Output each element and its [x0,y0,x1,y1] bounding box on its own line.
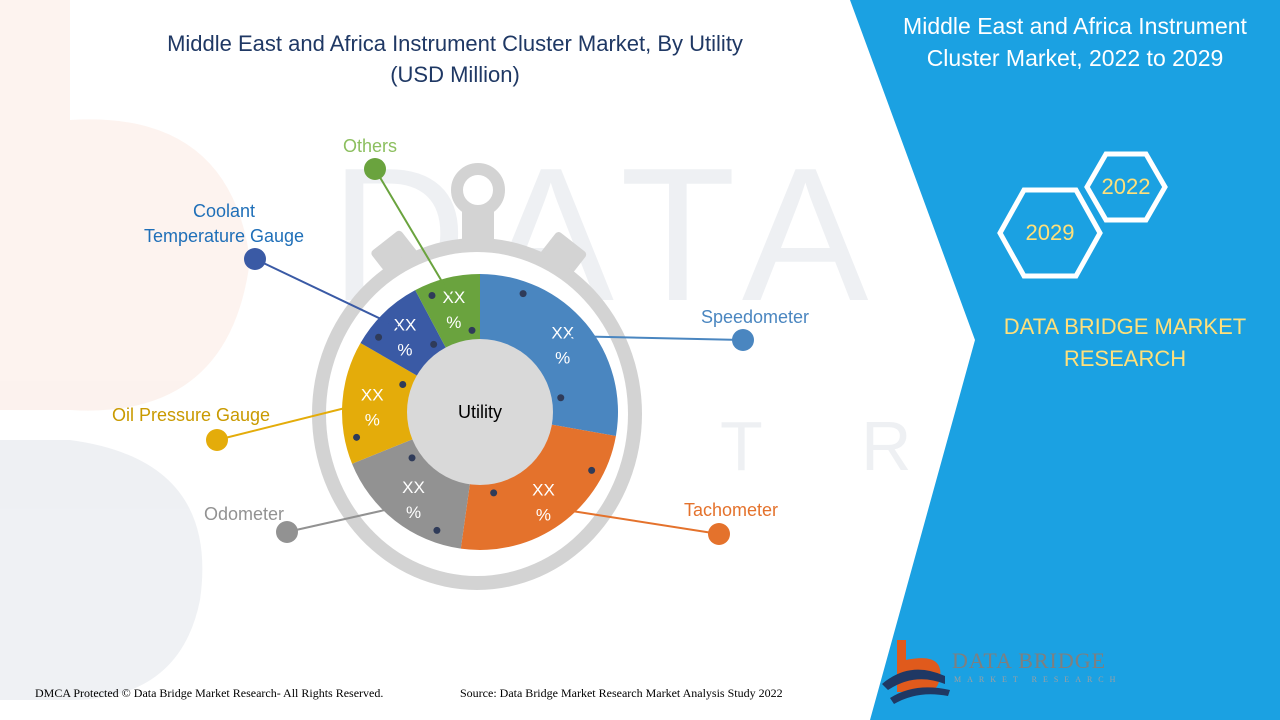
chart-title-line1: Middle East and Africa Instrument Cluste… [167,31,743,56]
slice-dot [557,394,565,402]
donut-center [407,339,553,485]
slice-value-unit-odometer: % [406,503,421,522]
hexagon-2029 [997,187,1103,279]
panel-title: Middle East and Africa Instrument Cluste… [880,10,1270,74]
slice-dot [428,292,436,300]
slice-dot [353,433,361,441]
slice-dot [468,326,476,334]
callout-line-oil-pressure-gauge [216,402,363,441]
hexagon-2022 [1084,151,1168,223]
callout-dot-others [364,158,386,180]
side-panel-background [850,0,1280,720]
brand-text: DATA BRIDGE MARKET RESEARCH [975,311,1275,375]
year-start-label: 2022 [1101,174,1151,199]
logo-tagline: MARKET RESEARCH [954,675,1122,684]
callout-dot-odometer [276,521,298,543]
category-label-odometer: Odometer [204,504,284,524]
slice-oil-pressure-gauge [342,343,420,464]
slice-value-unit-others: % [446,313,461,332]
slice-dot [433,526,441,534]
donut-slices: XX%XX%XX%XX%XX%XX% [342,274,618,550]
brand-line2: RESEARCH [1063,346,1187,371]
category-label-tachometer: Tachometer [684,500,778,520]
callout-dot-coolant-temperature-gauge [244,248,266,270]
logo-icon [882,640,950,704]
slice-dot [519,290,527,298]
donut-center-label: Utility [458,402,502,422]
logo-name: DATA BRIDGE [952,648,1107,673]
year-end-label: 2029 [1025,220,1075,245]
footer-copyright: DMCA Protected © Data Bridge Market Rese… [35,686,384,700]
callout-line-odometer [286,504,408,533]
slice-value-unit-tachometer: % [536,505,551,524]
callout-line-coolant-temperature-gauge [254,258,399,329]
category-label-speedometer: Speedometer [701,307,809,327]
brand-line1: DATA BRIDGE MARKET [1003,314,1247,339]
slice-dot [408,454,416,462]
chart-title: Middle East and Africa Instrument Cluste… [120,28,790,90]
slice-value-unit-speedometer: % [555,349,570,368]
slice-value-label-speedometer: XX [551,324,574,343]
category-label-oil-pressure-gauge: Oil Pressure Gauge [112,405,270,425]
slice-value-label-odometer: XX [402,478,425,497]
chart-title-line2: (USD Million) [390,62,520,87]
slice-speedometer [480,274,618,436]
slice-value-label-oil-pressure-gauge: XX [361,385,384,404]
slice-value-label-tachometer: XX [532,480,555,499]
footer-source: Source: Data Bridge Market Research Mark… [460,686,783,700]
slice-dot [375,333,383,341]
slice-dot [588,466,596,474]
slice-dot [490,489,498,497]
slice-value-label-coolant-temperature-gauge: XX [394,315,417,334]
category-label-others: Others [343,136,397,156]
slice-coolant-temperature-gauge [360,290,448,377]
callout-dot-oil-pressure-gauge [206,429,228,451]
callout-line-speedometer [570,335,744,341]
slice-dot [430,340,438,348]
slice-value-unit-oil-pressure-gauge: % [365,410,380,429]
slice-odometer [352,438,471,549]
slice-dot [399,380,407,388]
callout-line-others [374,168,453,299]
slice-value-unit-coolant-temperature-gauge: % [397,340,412,359]
slice-tachometer [460,424,616,550]
callout-dot-speedometer [732,329,754,351]
panel-title-line1: Middle East and Africa Instrument [903,13,1247,39]
callout-line-tachometer [549,506,720,535]
panel-title-line2: Cluster Market, 2022 to 2029 [926,45,1224,71]
callout-dot-tachometer [708,523,730,545]
